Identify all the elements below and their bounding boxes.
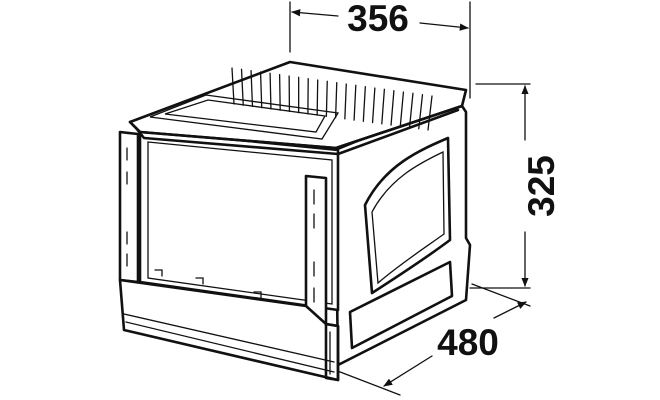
depth-extension-line-back [471, 283, 531, 307]
lid-rib [362, 86, 366, 122]
lid-flap-inner [164, 99, 327, 133]
lid-rib [278, 74, 281, 111]
lid-rib [325, 80, 328, 118]
lid-ribs [231, 67, 433, 131]
lid-rib [390, 90, 395, 126]
lid-rim [134, 108, 460, 156]
lid-rib [371, 87, 376, 124]
lid-rib [344, 83, 347, 120]
lid-opening-flap [149, 94, 340, 140]
lid-rib [250, 70, 254, 108]
lid-rib [240, 68, 244, 106]
lid-rib [353, 84, 357, 121]
left-mounting-rail [118, 130, 140, 284]
right-mounting-rail [304, 174, 328, 326]
front-clips [154, 269, 262, 299]
lid-rib [316, 79, 319, 116]
lid-rib [427, 95, 433, 131]
lid-front-edge [128, 104, 464, 150]
lid-rib [334, 82, 338, 119]
side-foot-panel [348, 260, 454, 350]
lid-rib [231, 67, 235, 105]
width-dimension: 356 [289, 0, 471, 99]
depth-label: 480 [437, 322, 499, 363]
lid-rib [259, 71, 263, 109]
width-label: 356 [347, 0, 409, 39]
bin-front-inner-edge [147, 141, 333, 305]
side-handle-recess [363, 136, 452, 295]
height-label: 325 [521, 155, 562, 217]
depth-extension-line-front [334, 369, 401, 396]
depth-dimension: 480 [334, 283, 531, 396]
height-dimension: 325 [469, 83, 562, 289]
depth-arrow-back [493, 301, 527, 319]
waste-bin-unit [118, 60, 472, 382]
width-arrow-left [291, 9, 339, 17]
width-arrow-right [419, 22, 469, 31]
lid-rib [381, 88, 386, 125]
depth-arrow-front [383, 355, 433, 387]
lid-rib [269, 72, 272, 110]
side-handle-inner [371, 150, 445, 285]
base-frame-lines [123, 313, 335, 373]
lid-rib [408, 92, 414, 129]
lid-rib [399, 91, 405, 127]
base-frame-corner [324, 322, 340, 382]
